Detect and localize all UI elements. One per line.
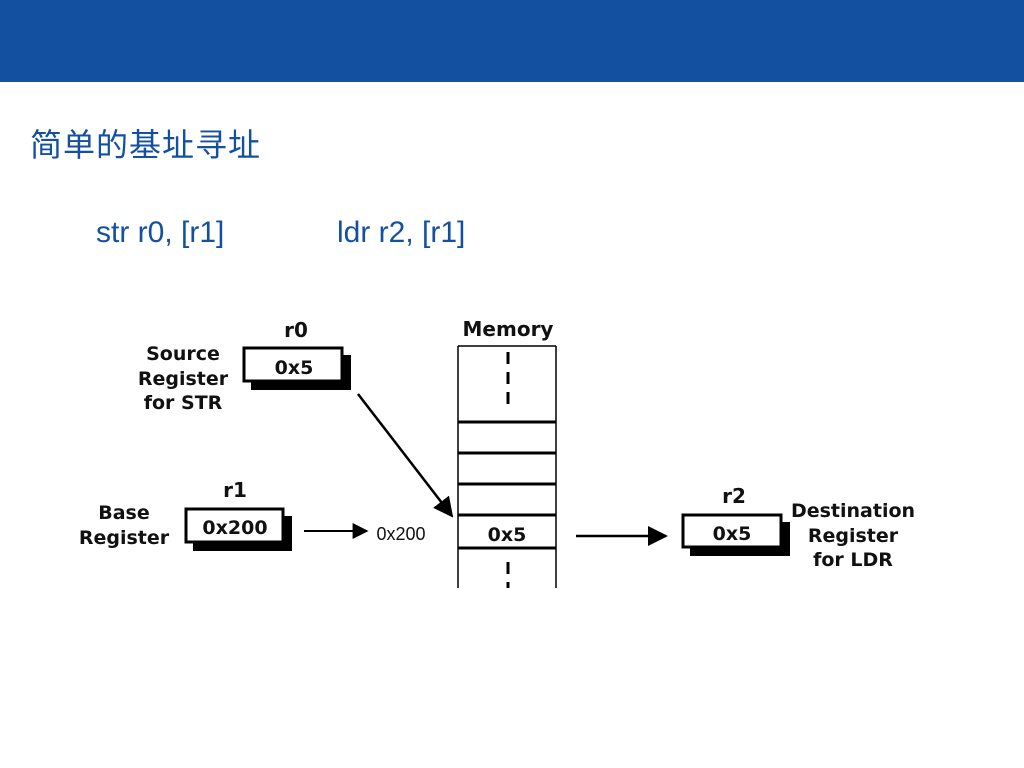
store-arrow	[357, 393, 454, 518]
r2-value: 0x5	[713, 523, 752, 545]
r0-value: 0x5	[275, 357, 314, 379]
ldr-instruction: ldr r2, [r1]	[337, 216, 466, 249]
r1-value: 0x200	[202, 517, 267, 539]
r2-name: r2	[722, 484, 746, 508]
svg-text:Register: Register	[808, 525, 899, 547]
r0-caption: Source Register for STR	[138, 343, 229, 414]
header-band	[0, 0, 1024, 82]
address-label: 0x200	[376, 524, 425, 544]
register-r0: r0 0x5	[242, 318, 351, 390]
memory-column: 0x5	[457, 345, 557, 588]
svg-text:for LDR: for LDR	[813, 549, 893, 571]
svg-text:Destination: Destination	[791, 500, 915, 522]
memory-heading: Memory	[463, 317, 554, 341]
svg-text:Source: Source	[146, 343, 220, 365]
r2-box	[681, 513, 783, 549]
svg-text:for STR: for STR	[144, 392, 223, 414]
slide-title: 简单的基址寻址	[30, 126, 262, 164]
r2-caption: Destination Register for LDR	[791, 500, 915, 571]
r0-box	[242, 346, 344, 383]
memory-cell-value: 0x5	[488, 524, 527, 546]
str-instruction: str r0, [r1]	[96, 216, 225, 249]
r1-name: r1	[223, 478, 247, 502]
register-r1: r1 0x200	[184, 478, 292, 551]
register-r2: r2 0x5	[681, 484, 790, 556]
r1-caption: Base Register	[79, 502, 170, 549]
r0-name: r0	[284, 318, 308, 342]
r1-box	[184, 507, 285, 544]
svg-text:Base: Base	[98, 502, 150, 524]
svg-text:Register: Register	[79, 527, 170, 549]
svg-text:Register: Register	[138, 368, 229, 390]
